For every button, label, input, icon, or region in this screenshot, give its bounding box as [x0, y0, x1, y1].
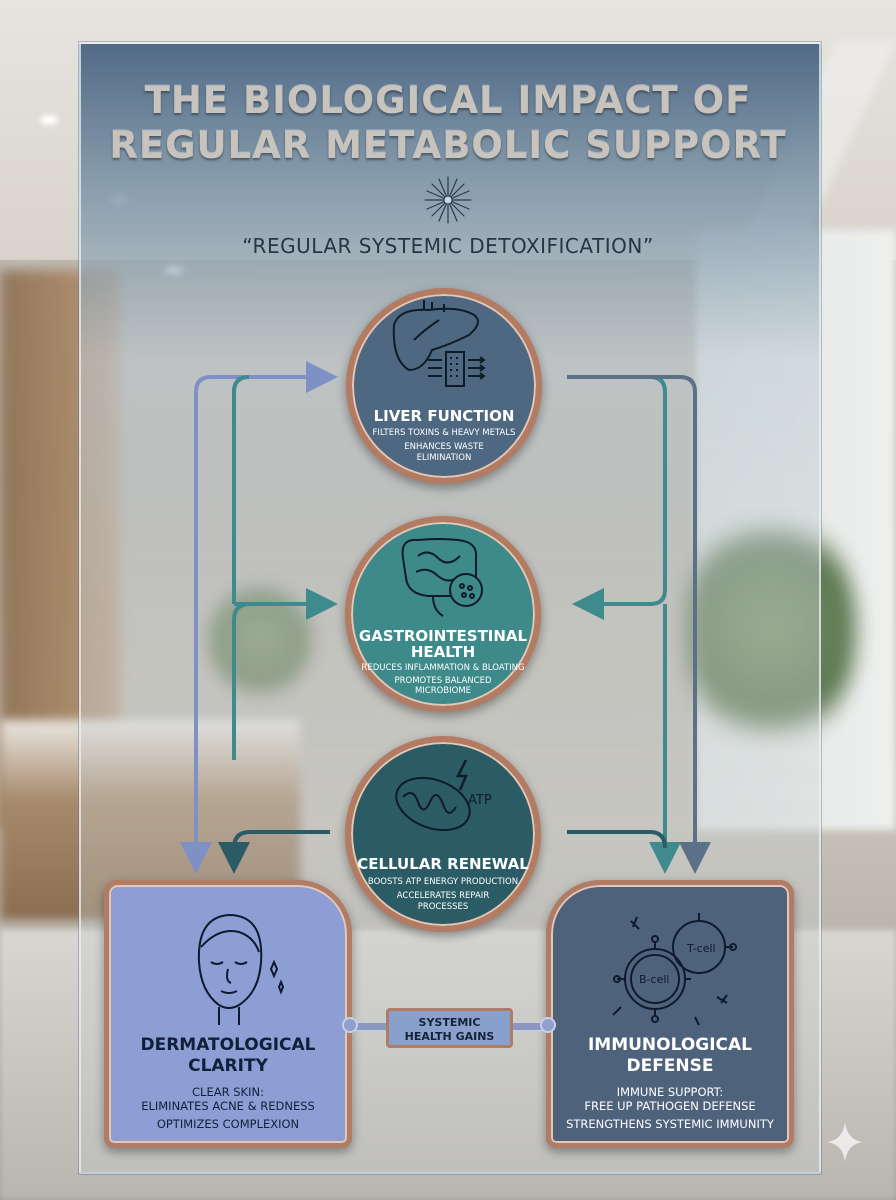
cellular-renewal-node: ATP CELLULAR RENEWAL BOOSTS ATP ENERGY P… [345, 736, 541, 932]
derm-line-3: OPTIMIZES COMPLEXION [156, 1117, 300, 1131]
cell-line-1: BOOSTS ATP ENERGY PRODUCTION [367, 877, 519, 887]
liver-filter-icon [392, 300, 486, 387]
liver-function-node: LIVER FUNCTION FILTERS TOXINS & HEAVY ME… [346, 288, 542, 484]
dermatological-clarity-card: DERMATOLOGICAL CLARITY CLEAR SKIN: ELIMI… [104, 880, 352, 1148]
immunological-defense-card: T-cell B-cell IMMUNOLOGICAL DEFENSE IMMU… [546, 880, 794, 1148]
derm-line-2: ELIMINATES ACNE & REDNESS [141, 1099, 315, 1113]
hub-line-1: SYSTEMIC [418, 1016, 481, 1029]
sparkle-icon [827, 1122, 863, 1162]
liver-title: LIVER FUNCTION [373, 407, 515, 425]
hub-knob-left [342, 1017, 358, 1033]
cell-line-2: ACCELERATES REPAIR [396, 891, 490, 901]
immune-line-1: IMMUNE SUPPORT: [616, 1085, 724, 1099]
gut-line-2: PROMOTES BALANCED [394, 676, 492, 686]
gut-title-1: GASTROINTESTINAL [358, 627, 528, 645]
immune-line-2: FREE UP PATHOGEN DEFENSE [584, 1099, 756, 1113]
mitochondria-icon: ATP [395, 759, 492, 832]
immune-line-3: STRENGTHENS SYSTEMIC IMMUNITY [566, 1117, 774, 1131]
t-cell-label: T-cell [686, 942, 716, 955]
face-icon [197, 913, 285, 1025]
b-cell-label: B-cell [639, 973, 669, 986]
cell-line-3: PROCESSES [417, 902, 469, 912]
gut-title-2: HEALTH [410, 643, 476, 661]
intestine-icon [401, 538, 483, 617]
atp-label: ATP [468, 793, 492, 808]
gastrointestinal-node: GASTROINTESTINAL HEALTH REDUCES INFLAMMA… [345, 516, 541, 712]
immune-title-1: IMMUNOLOGICAL [587, 1035, 753, 1055]
liver-line-1: FILTERS TOXINS & HEAVY METALS [372, 428, 516, 438]
derm-title-1: DERMATOLOGICAL [140, 1035, 316, 1055]
immune-cells-icon: T-cell B-cell [612, 913, 737, 1026]
immune-title-2: DEFENSE [626, 1056, 714, 1076]
subtitle-quote: “REGULAR SYSTEMIC DETOXIFICATION” [242, 234, 654, 258]
hub-line-2: HEALTH GAINS [404, 1030, 495, 1043]
title-line-1: THE BIOLOGICAL IMPACT OF [144, 79, 752, 122]
hub-knob-right [540, 1017, 556, 1033]
starburst-icon [424, 176, 472, 224]
liver-line-3: ELIMINATION [416, 453, 472, 463]
derm-line-1: CLEAR SKIN: [192, 1085, 264, 1099]
gut-line-1: REDUCES INFLAMMATION & BLOATING [361, 663, 525, 673]
systemic-health-gains-hub: SYSTEMIC HEALTH GAINS [386, 1008, 513, 1048]
gut-line-3: MICROBIOME [414, 686, 472, 696]
page-title: THE BIOLOGICAL IMPACT OF REGULAR METABOL… [79, 78, 817, 168]
cell-title: CELLULAR RENEWAL [357, 855, 529, 873]
derm-title-2: CLARITY [188, 1056, 268, 1076]
title-line-2: REGULAR METABOLIC SUPPORT [109, 124, 787, 167]
liver-line-2: ENHANCES WASTE [404, 442, 484, 452]
